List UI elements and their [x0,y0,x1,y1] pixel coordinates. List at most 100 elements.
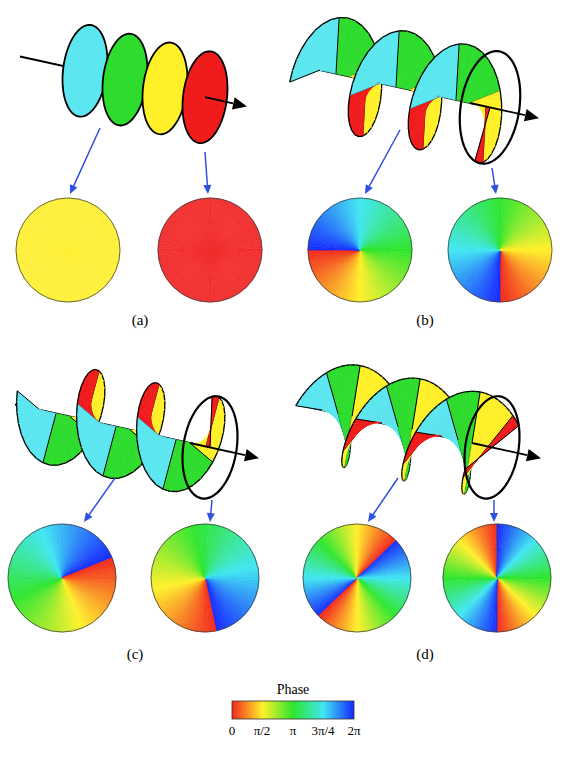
helix-edge [139,450,142,460]
phase-sector [210,248,262,250]
helix-edge [475,47,482,52]
phase-sector [449,250,500,261]
phase-sector [205,198,210,250]
helix-edge [456,44,459,100]
helix-edge [438,402,442,405]
phase-sector [308,250,360,255]
helix-edge [352,73,356,84]
helix-edge [466,391,471,393]
helix-surface [350,83,382,95]
helix-edge [410,377,415,378]
phase-sector [197,524,205,578]
phase-sector [68,239,119,250]
phase-sector [16,250,68,255]
helix-edge [456,393,461,395]
helix-edge [420,379,425,380]
helix-edge [391,31,399,33]
helix-edge [145,387,149,392]
helix-edge [178,489,186,491]
helix-edge [375,37,383,44]
phase-sector [16,250,68,257]
helix-edge [408,129,409,137]
helix-edge [346,364,351,366]
phase-sector [17,250,68,259]
helix-surface [19,411,48,434]
phase-sector [357,578,365,632]
phase-sector [500,241,551,250]
helix-edge [25,444,30,452]
helix-edge [363,133,367,136]
disk-outline [158,198,262,302]
helix-edge [221,432,223,442]
phase-sector [304,578,357,589]
phase-disk [308,198,412,302]
helix-edge [461,484,462,487]
axis-arrowhead [526,449,541,461]
phase-sector [351,199,360,250]
helix-edge [386,383,391,386]
helix-edge [92,369,96,371]
phase-sector [496,198,500,250]
plane-wavefronts [20,25,247,143]
phase-sector [357,578,361,632]
helix-edge [341,463,343,465]
helix-edge [341,455,343,458]
phase-sector [304,578,357,587]
helix-edge [405,451,407,456]
helix-edge [373,392,377,396]
phase-sector [68,250,75,302]
phase-sector [201,199,210,250]
helix-edge [103,476,110,478]
helical-wavefronts [296,365,541,499]
helix-edge [407,31,415,34]
helix-edge [374,371,378,374]
helix-edge [406,377,411,379]
helix-edge [102,374,104,380]
helix-edge [446,397,451,400]
helix-edge [461,392,466,393]
phase-sector [205,578,209,632]
helix-edge [136,428,138,439]
phase-sector [16,250,68,254]
helix-edge [16,402,18,413]
helix-edge [461,487,462,489]
phase-sector [68,246,120,250]
phase-sector [196,525,205,578]
helix-surface [208,396,216,448]
helix-edge [396,380,401,382]
phase-sector [62,570,116,578]
phase-sector [500,250,507,302]
helix-edge [483,160,487,163]
helix-edge [315,24,323,31]
helix-edge [485,393,490,395]
helix-edge [362,405,366,410]
helix-edge [428,46,433,55]
helix-edge [79,437,82,447]
phase-sector [308,250,360,254]
phase-sector [309,250,360,261]
helix-edge [412,86,416,97]
helix-edge [156,485,163,489]
helix-edge [488,60,493,69]
phase-sector [68,241,119,250]
helix-edge [498,127,500,138]
phase-sector [9,578,62,589]
helix-edge [362,26,368,33]
phase-sector [353,198,360,250]
disk-outline [16,198,120,302]
helix-edge [402,479,404,481]
helix-edge [200,471,207,479]
phase-sector [68,248,120,250]
phase-sector [210,246,262,250]
phase-sector [56,524,62,578]
phase-sector [206,198,210,250]
phase-sector [500,250,505,302]
helix-edge [480,392,485,393]
helix-edge [498,400,502,403]
phase-sector [491,199,500,250]
phase-sector [68,250,72,302]
helix-edge [422,65,428,75]
phase-sector [500,248,552,250]
helix-edge [462,473,464,477]
helix-edge [302,391,306,396]
